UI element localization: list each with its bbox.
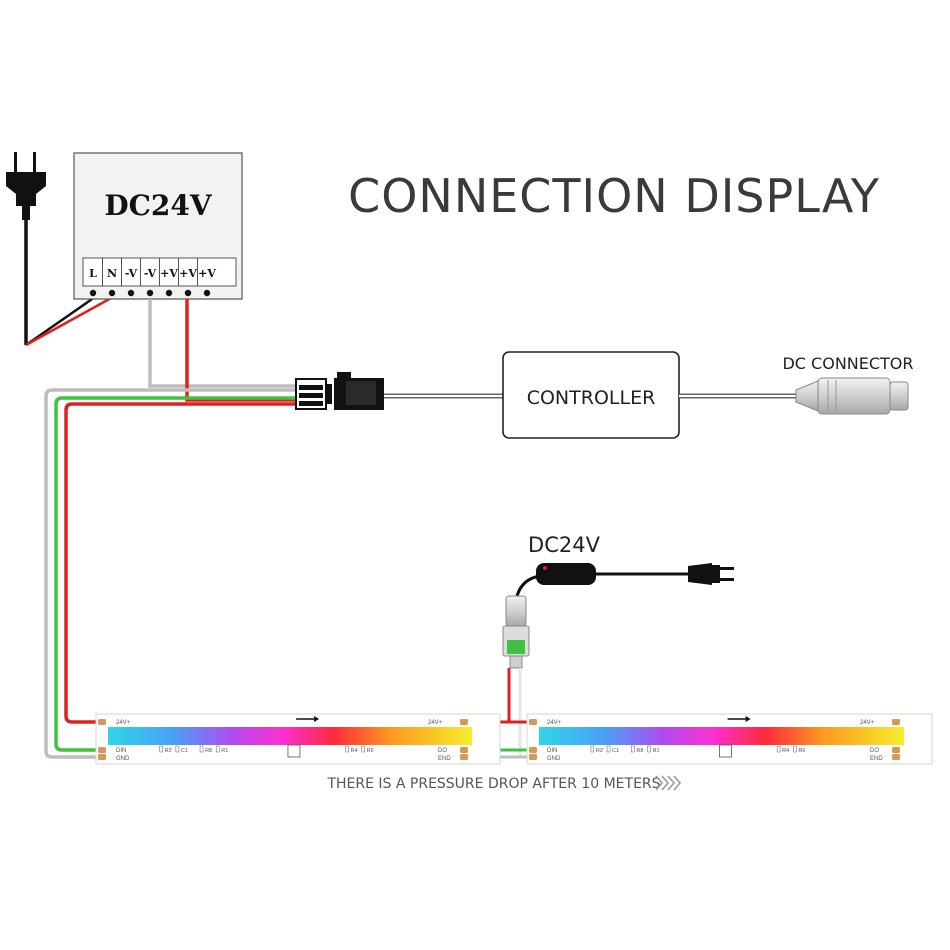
cob-light-band [108, 727, 472, 745]
strip-pad-label: DO [870, 748, 879, 754]
terminal-label: -V [125, 267, 138, 280]
solder-pad [529, 754, 537, 760]
wall-plug-icon [6, 152, 46, 220]
data-red-wire [64, 402, 296, 724]
strip-pad-label: END [870, 756, 883, 762]
led-strip-1: 24V+ 24V+ DIN GND DO END R2 C1 R8 R1 R4 R6 [95, 713, 501, 765]
solder-pad [892, 719, 900, 725]
terminal-screw [89, 289, 97, 297]
terminal-screw [184, 289, 192, 297]
controller-box: CONTROLLER [502, 351, 680, 439]
component-label: R8 [205, 748, 212, 754]
smd-component [345, 745, 349, 753]
component-label: C1 [181, 748, 188, 754]
smd-component [793, 745, 797, 753]
jst-connector [295, 372, 384, 410]
strip-pad-label: DO [438, 748, 447, 754]
smd-component [631, 745, 635, 753]
strip-pad-label: GND [116, 756, 130, 762]
component-label: C1 [612, 748, 619, 754]
solder-pad [98, 719, 106, 725]
psu-red-wire [185, 299, 296, 402]
arrow-head-icon [314, 716, 320, 722]
solder-pad [460, 747, 468, 753]
component-label: R4 [782, 748, 789, 754]
solder-pad [98, 754, 106, 760]
arrow-head-icon [745, 716, 751, 722]
smd-component [647, 745, 651, 753]
strip-pad-label: 24V+ [860, 720, 875, 726]
strip-pad-label: END [438, 756, 451, 762]
cob-light-band [539, 727, 904, 745]
mains-cable [24, 220, 114, 347]
strip-pad-label: 24V+ [547, 720, 562, 726]
component-label: R2 [596, 748, 603, 754]
solder-pad [892, 754, 900, 760]
smd-component [590, 745, 595, 753]
smd-component [215, 745, 220, 753]
solder-pad [460, 719, 468, 725]
data-green-wire [54, 396, 296, 752]
psu-grey-wire [148, 299, 296, 388]
smd-component [606, 745, 611, 753]
component-label: R6 [798, 748, 805, 754]
terminal-label: +V [160, 267, 178, 280]
terminal-label: -V [144, 267, 157, 280]
terminal-label: N [107, 267, 117, 280]
terminal-screw [165, 289, 173, 297]
diagram-title: CONNECTION DISPLAY [348, 169, 880, 223]
smd-component [361, 745, 365, 753]
component-label: R6 [367, 748, 374, 754]
led-strip-2: 24V+ 24V+ DIN GND DO END R2 C1 R8 R1 R4 R6 [526, 713, 933, 765]
component-label: R2 [165, 748, 172, 754]
component-label: R1 [221, 748, 228, 754]
smd-component [199, 745, 204, 753]
solder-pad [529, 719, 537, 725]
ic-chip [287, 744, 301, 758]
strip-pad-label: DIN [547, 748, 557, 754]
component-label: R8 [636, 748, 643, 754]
adapter-plug-icon [688, 563, 734, 585]
strip-pad-label: 24V+ [116, 720, 131, 726]
terminal-label: +V [198, 267, 216, 280]
solder-pad [460, 754, 468, 760]
terminal-screw [146, 289, 154, 297]
component-label: R1 [653, 748, 660, 754]
solder-pad [98, 747, 106, 753]
terminal-label: +V [179, 267, 197, 280]
smd-component [175, 745, 180, 753]
terminal-screw [108, 289, 116, 297]
smd-component [159, 745, 163, 753]
dc-connector-label: DC CONNECTOR [782, 354, 913, 373]
terminal-label: L [89, 267, 97, 280]
component-label: R4 [351, 748, 358, 754]
chevron-right-icon [655, 775, 682, 791]
adapter-dc-jack [502, 595, 530, 669]
adapter-brick [536, 563, 596, 585]
strip-pad-label: DIN [116, 748, 126, 754]
strip-pad-label: GND [547, 756, 561, 762]
dc-connector-icon [795, 377, 909, 415]
terminal-screw [203, 289, 211, 297]
data-grey-wire [44, 388, 296, 759]
smd-component [776, 745, 781, 753]
adapter-label: DC24V [528, 533, 601, 557]
solder-pad [892, 747, 900, 753]
pressure-drop-note: THERE IS A PRESSURE DROP AFTER 10 METERS [326, 776, 660, 792]
strip-pad-label: 24V+ [428, 720, 443, 726]
power-supply-label: DC24V [104, 189, 213, 222]
solder-pad [529, 747, 537, 753]
terminal-screw [127, 289, 135, 297]
ic-chip [719, 744, 732, 758]
controller-label: CONTROLLER [527, 387, 656, 409]
